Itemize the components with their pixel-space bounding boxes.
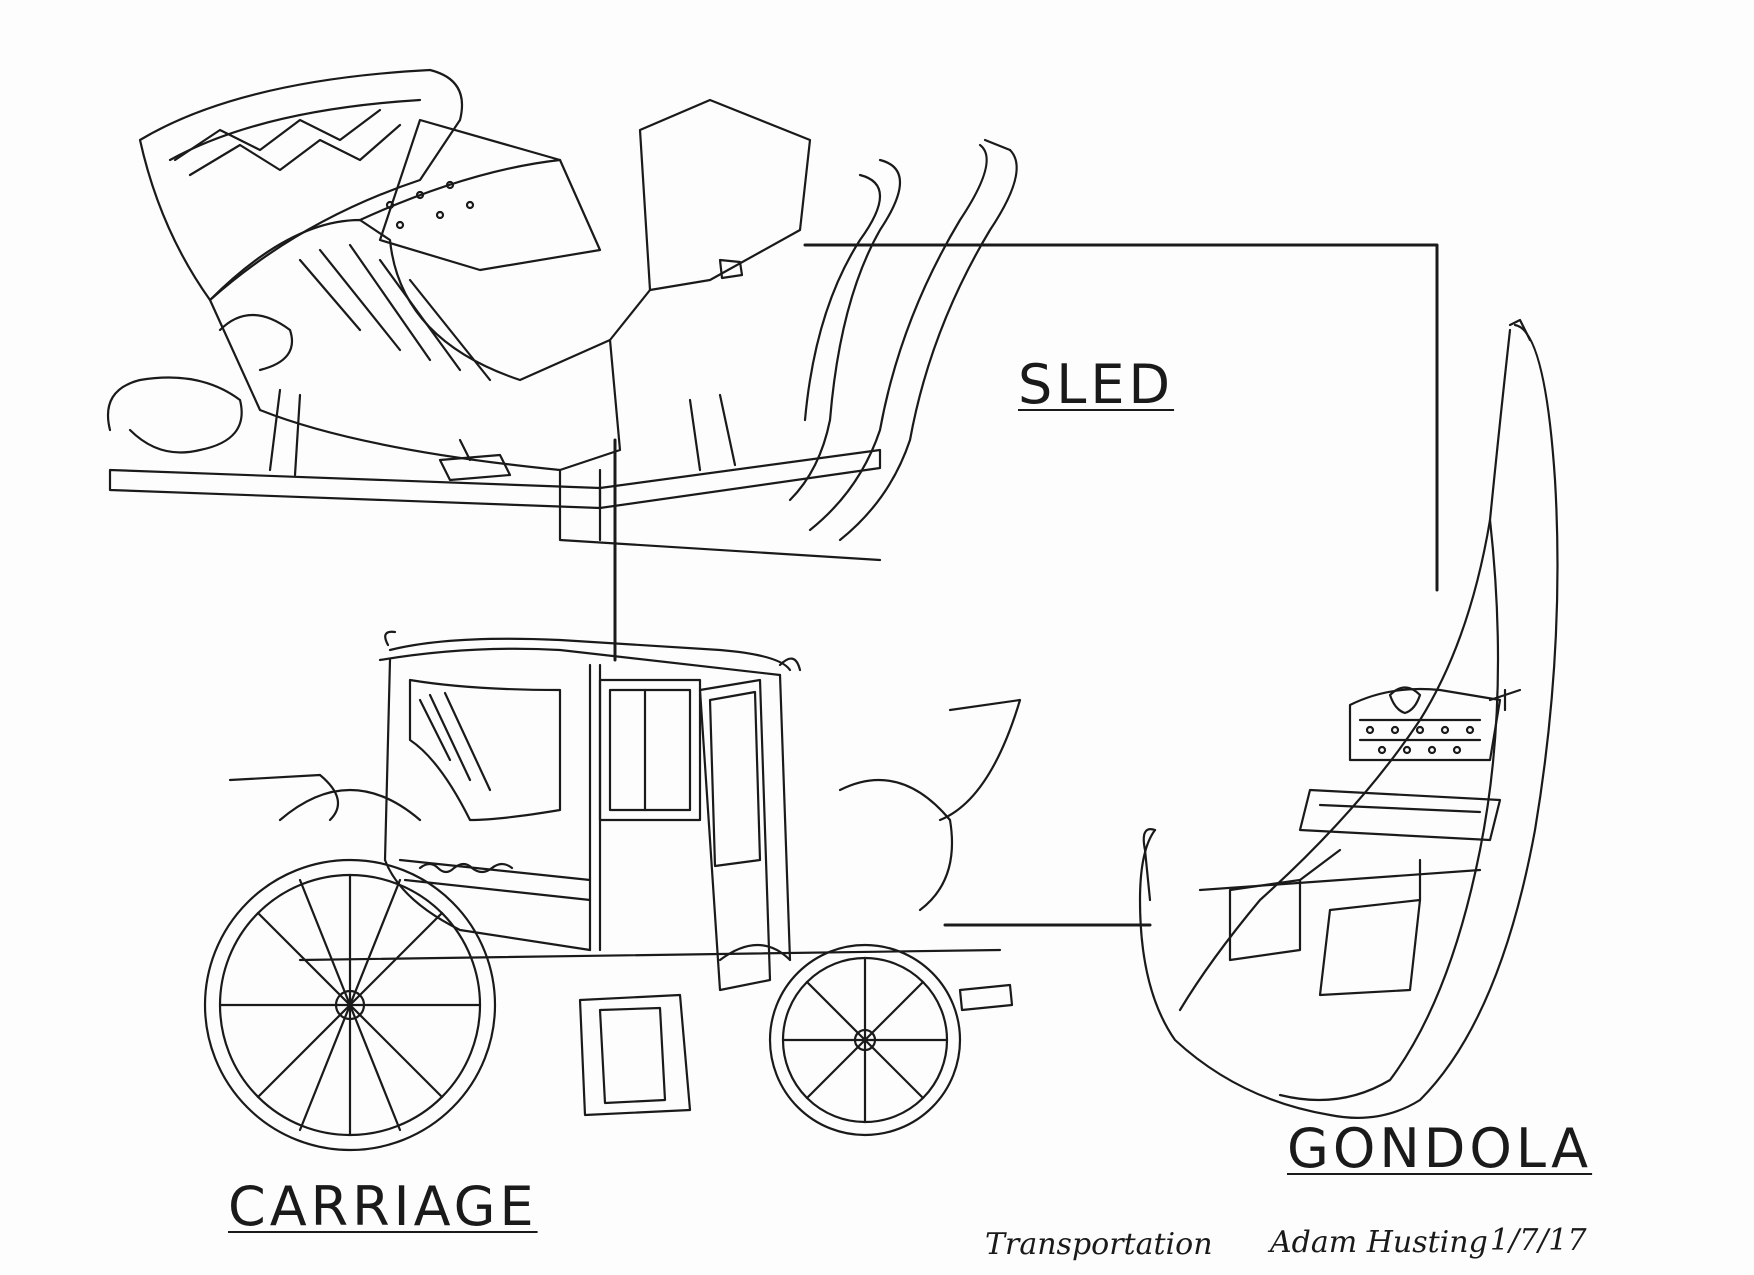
artist-signature: Adam Husting — [1270, 1225, 1488, 1260]
sled-drawing — [106, 68, 1018, 562]
carriage-front-wheel — [768, 943, 962, 1137]
connector-lines — [613, 243, 1439, 927]
sled-label: SLED — [1018, 353, 1175, 416]
carriage-rear-wheel — [203, 858, 497, 1152]
gondola-drawing — [1138, 318, 1559, 1119]
gondola-label: GONDOLA — [1287, 1117, 1593, 1180]
subject-caption: Transportation — [985, 1227, 1213, 1262]
carriage-drawing — [203, 630, 1022, 1152]
date-caption: 1/7/17 — [1490, 1223, 1587, 1258]
carriage-label: CARRIAGE — [228, 1175, 538, 1238]
